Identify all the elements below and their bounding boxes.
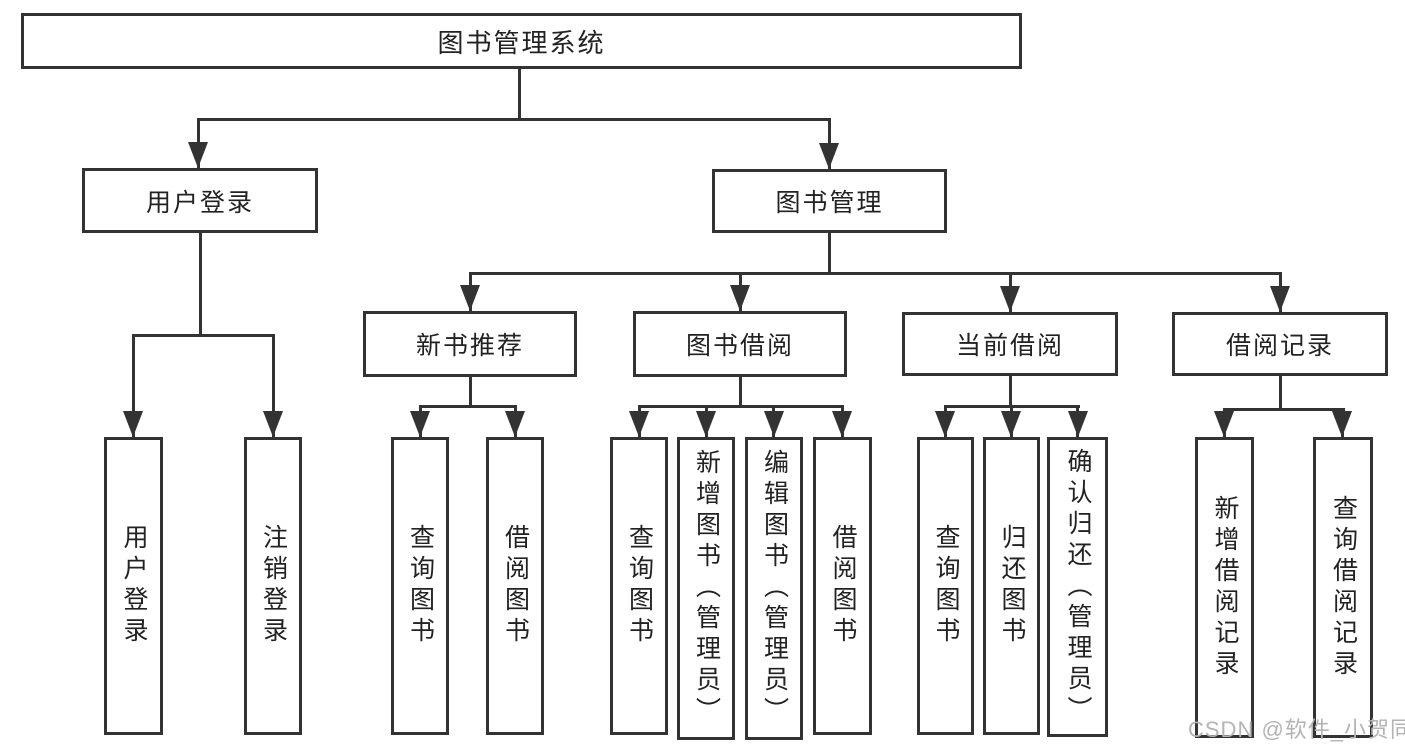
leaf-search-books-current: 查询图书 — [917, 437, 974, 735]
connector-line — [518, 69, 521, 121]
csdn-watermark: CSDN @软件_小贺同学 — [1188, 717, 1405, 742]
leaf-label: 查询图书 — [625, 524, 654, 648]
node-label: 图书管理系统 — [437, 27, 606, 58]
node-label: 借阅记录 — [1225, 332, 1334, 360]
leaf-label: 新增借阅记录 — [1211, 494, 1239, 681]
arrow-down-icon — [188, 142, 208, 168]
node-label: 新书推荐 — [415, 332, 524, 360]
arrow-down-icon — [696, 411, 716, 437]
leaf-user-login: 用户登录 — [104, 437, 163, 735]
leaf-label: 借阅图书 — [501, 524, 530, 648]
leaf-label: 归还图书 — [998, 524, 1026, 648]
leaf-label: 新增图书（管理员） — [692, 449, 721, 728]
arrow-down-icon — [1214, 411, 1234, 437]
connector-line — [1009, 376, 1012, 408]
leaf-search-books-recommend: 查询图书 — [391, 437, 449, 735]
connector-line — [199, 233, 202, 337]
arrow-down-icon — [460, 285, 480, 311]
leaf-label: 查询借阅记录 — [1329, 494, 1358, 681]
arrow-down-icon — [1000, 286, 1020, 312]
arrow-down-icon — [1001, 411, 1021, 437]
arrow-down-icon — [1068, 411, 1088, 437]
connector-line — [132, 334, 275, 337]
arrow-down-icon — [1270, 286, 1290, 312]
arrow-down-icon — [819, 143, 839, 169]
connector-line — [132, 334, 135, 437]
arrow-down-icon — [1332, 411, 1352, 437]
node-current-borrowing: 当前借阅 — [902, 312, 1118, 376]
leaf-borrow-books-recommend: 借阅图书 — [486, 437, 544, 735]
node-label: 用户登录 — [145, 188, 254, 217]
arrow-down-icon — [123, 411, 143, 437]
arrow-down-icon — [935, 411, 955, 437]
leaf-logout: 注销登录 — [244, 437, 302, 735]
arrow-down-icon — [410, 411, 430, 437]
connector-line — [469, 377, 472, 408]
leaf-add-borrow-record: 新增借阅记录 — [1195, 437, 1254, 738]
node-new-book-recommendation: 新书推荐 — [363, 311, 577, 377]
connector-line — [469, 272, 1282, 275]
leaf-edit-books-admin: 编辑图书（管理员） — [745, 437, 803, 740]
arrow-down-icon — [832, 411, 852, 437]
arrow-down-icon — [629, 411, 649, 437]
leaf-label: 借阅图书 — [829, 524, 857, 648]
connector-line — [638, 405, 844, 408]
arrow-down-icon — [764, 411, 784, 437]
leaf-search-books-borrow: 查询图书 — [610, 437, 668, 735]
connector-line — [739, 377, 742, 408]
arrow-down-icon — [505, 411, 525, 437]
connector-line — [1223, 408, 1345, 411]
connector-line — [419, 405, 517, 408]
leaf-label: 查询图书 — [406, 524, 435, 648]
leaf-label: 编辑图书（管理员） — [760, 449, 789, 728]
connector-line — [1279, 376, 1282, 410]
leaf-label: 用户登录 — [120, 524, 148, 648]
leaf-add-books-admin: 新增图书（管理员） — [677, 437, 735, 740]
node-library-management-system: 图书管理系统 — [21, 13, 1022, 69]
node-user-login: 用户登录 — [82, 168, 318, 233]
node-label: 当前借阅 — [955, 332, 1064, 360]
arrow-down-icon — [263, 411, 283, 437]
node-label: 图书管理 — [775, 189, 884, 217]
leaf-label: 注销登录 — [259, 524, 288, 648]
connector-line — [828, 233, 831, 275]
leaf-label: 确认归还（管理员） — [1064, 447, 1092, 727]
arrow-down-icon — [730, 285, 750, 311]
leaf-search-borrow-record: 查询借阅记录 — [1313, 437, 1373, 738]
node-label: 图书借阅 — [685, 332, 794, 360]
connector-line — [197, 118, 831, 121]
node-borrowing-records: 借阅记录 — [1172, 312, 1388, 376]
node-book-management: 图书管理 — [712, 169, 947, 233]
leaf-confirm-return-admin: 确认归还（管理员） — [1047, 437, 1108, 737]
leaf-borrow-books: 借阅图书 — [813, 437, 872, 735]
connector-line — [272, 334, 275, 437]
node-book-borrowing: 图书借阅 — [633, 311, 847, 377]
leaf-return-books: 归还图书 — [983, 437, 1040, 735]
leaf-label: 查询图书 — [932, 524, 960, 648]
